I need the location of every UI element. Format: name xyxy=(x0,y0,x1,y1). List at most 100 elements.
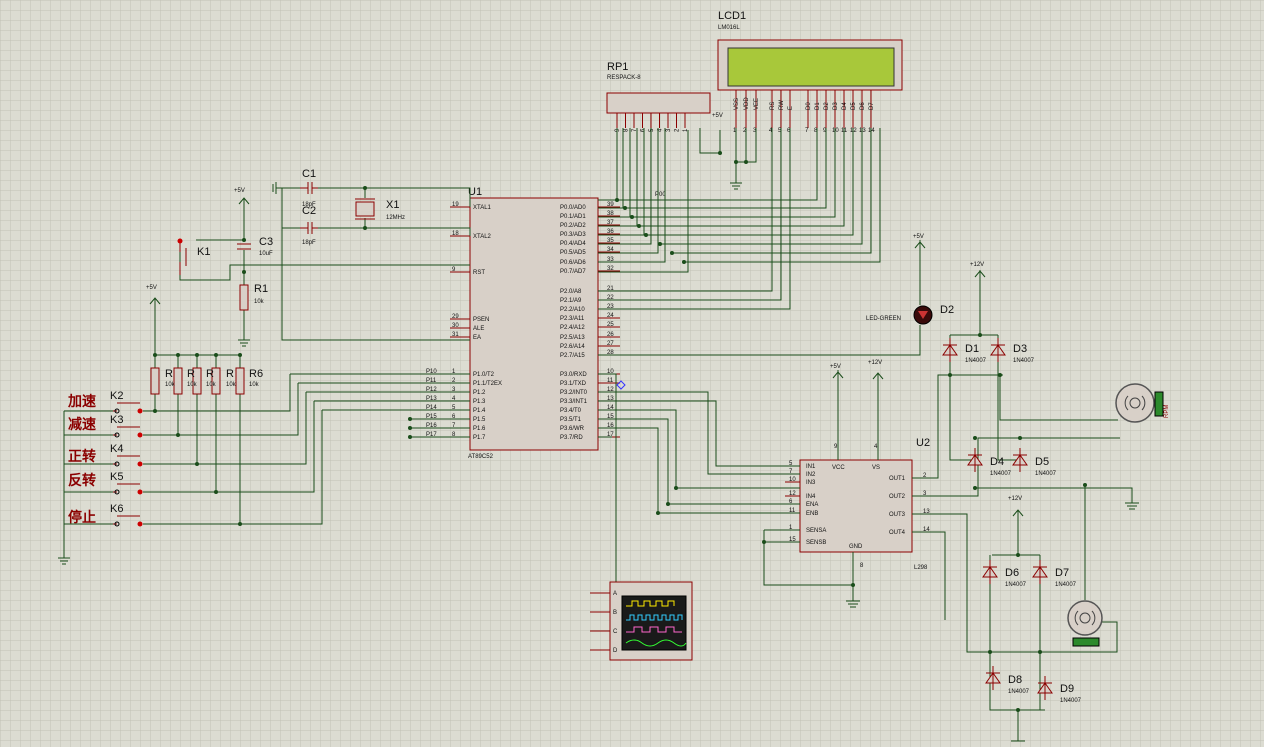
u1-model: AT89C52 xyxy=(468,454,494,460)
junction-dot xyxy=(658,242,662,246)
u1-pin-name: P1.7 xyxy=(473,435,486,441)
d2-component[interactable]: D2 LED-GREEN xyxy=(866,304,954,325)
r2-ref: R xyxy=(165,368,173,380)
lcd-pin-num: 1 xyxy=(733,128,737,134)
c2-component[interactable]: C2 18pF xyxy=(300,205,318,246)
junction-dot xyxy=(762,540,766,544)
key-label: 正转 xyxy=(68,448,96,464)
u2-component[interactable]: U2 L298 xyxy=(799,437,930,571)
u1-pin-name: P1.1/T2EX xyxy=(473,381,502,387)
u1-component[interactable]: U1 AT89C52 P00 xyxy=(468,186,666,460)
u1-pin-name: P3.6/WR xyxy=(560,426,585,432)
junction-dot xyxy=(948,373,952,377)
junction-dot xyxy=(363,186,367,190)
diode-val: 1N4007 xyxy=(1055,582,1077,588)
u2-pin-num: 6 xyxy=(789,499,793,505)
lcd-screen xyxy=(727,47,895,87)
u2-pin-num: 7 xyxy=(789,469,793,475)
x1-component[interactable]: X1 12MHz xyxy=(355,198,405,221)
lcd-ref: LCD1 xyxy=(718,10,746,22)
motor-2[interactable] xyxy=(1067,600,1103,647)
u1-pin-name: PSEN xyxy=(473,317,489,323)
diode-ref: D5 xyxy=(1035,456,1049,468)
u1-body xyxy=(469,197,599,451)
u1-pin-name: EA xyxy=(473,335,481,341)
motor-1[interactable]: RPM xyxy=(1115,383,1170,423)
u1-pin-num: 27 xyxy=(607,341,614,347)
lcd-pin-num: 10 xyxy=(832,128,839,134)
r1-component[interactable]: R1 10k xyxy=(239,283,268,311)
diode-ref: D4 xyxy=(990,456,1004,468)
junction-dot xyxy=(1018,436,1022,440)
diode-ref: D8 xyxy=(1008,674,1022,686)
u1-pin-num: 18 xyxy=(452,231,459,237)
key-label: 反转 xyxy=(68,472,96,488)
u1-pin-num: 37 xyxy=(607,220,614,226)
u2-pin-name: OUT3 xyxy=(889,512,906,518)
k1-ref: K1 xyxy=(197,246,210,258)
u1-pin-num: 35 xyxy=(607,238,614,244)
lcd-pin-name: D6 xyxy=(860,102,866,110)
junction-dot xyxy=(666,502,670,506)
lcd-component[interactable]: LCD1 LM016L xyxy=(717,10,903,91)
u1-pin-name: P1.2 xyxy=(473,390,486,396)
lcd-pin-name: D3 xyxy=(833,102,839,110)
key-label: 加速 xyxy=(67,393,96,409)
u2-pin-num: 3 xyxy=(923,491,927,497)
key-contact xyxy=(114,489,120,495)
k1-component[interactable]: K1 xyxy=(177,238,211,276)
lcd-pin-num: 4 xyxy=(769,128,773,134)
power-5v-label: +5V xyxy=(830,364,841,370)
lcd-pin-num: 9 xyxy=(823,128,827,134)
junction-dot xyxy=(242,238,246,242)
junction-dot xyxy=(153,353,157,357)
diode-val: 1N4007 xyxy=(1005,582,1027,588)
lcd-pin-name: VSS xyxy=(734,98,740,110)
key-contact xyxy=(137,461,143,467)
u1-pin-num: 13 xyxy=(607,396,614,402)
d2-val: LED-GREEN xyxy=(866,316,901,322)
u1-pin-num: 12 xyxy=(607,387,614,393)
u1-pin-num: 26 xyxy=(607,332,614,338)
rp1-pin-num: 7 xyxy=(632,128,638,132)
pullup-resistors[interactable]: R R R R R6 10k 10k 10k 10k 10k xyxy=(150,367,263,395)
scope-channel-label: C xyxy=(613,629,618,635)
rp1-component[interactable]: RP1 RESPACK-8 +5V xyxy=(606,61,723,119)
u1-pin-num: 38 xyxy=(607,211,614,217)
u1-pin-num: 17 xyxy=(607,432,614,438)
lcd-pin-num: 6 xyxy=(787,128,791,134)
u1-pin-name: RST xyxy=(473,270,485,276)
u1-pin-name: P3.3/INT1 xyxy=(560,399,588,405)
u2-pin-num: 15 xyxy=(789,537,796,543)
u1-pin-num: 8 xyxy=(452,432,456,438)
u1-pin-name: P2.3/A11 xyxy=(560,316,585,322)
key-contact xyxy=(137,489,143,495)
power-symbols: +5V +5V +5V +5V +12V +12V +12V xyxy=(58,180,1139,742)
u1-pin-name: P1.0/T2 xyxy=(473,372,495,378)
u1-pin-num: 36 xyxy=(607,229,614,235)
c1-component[interactable]: C1 18pF xyxy=(300,168,318,208)
u2-ref: U2 xyxy=(916,437,930,449)
u1-pin-name: P1.4 xyxy=(473,408,486,414)
r5-val: 10k xyxy=(226,382,237,388)
c3-component[interactable]: C3 10uF xyxy=(237,236,273,257)
power-5v-label: +5V xyxy=(913,234,924,240)
u1-pin-num: 6 xyxy=(452,414,456,420)
u1-pin-name: P2.5/A13 xyxy=(560,335,585,341)
